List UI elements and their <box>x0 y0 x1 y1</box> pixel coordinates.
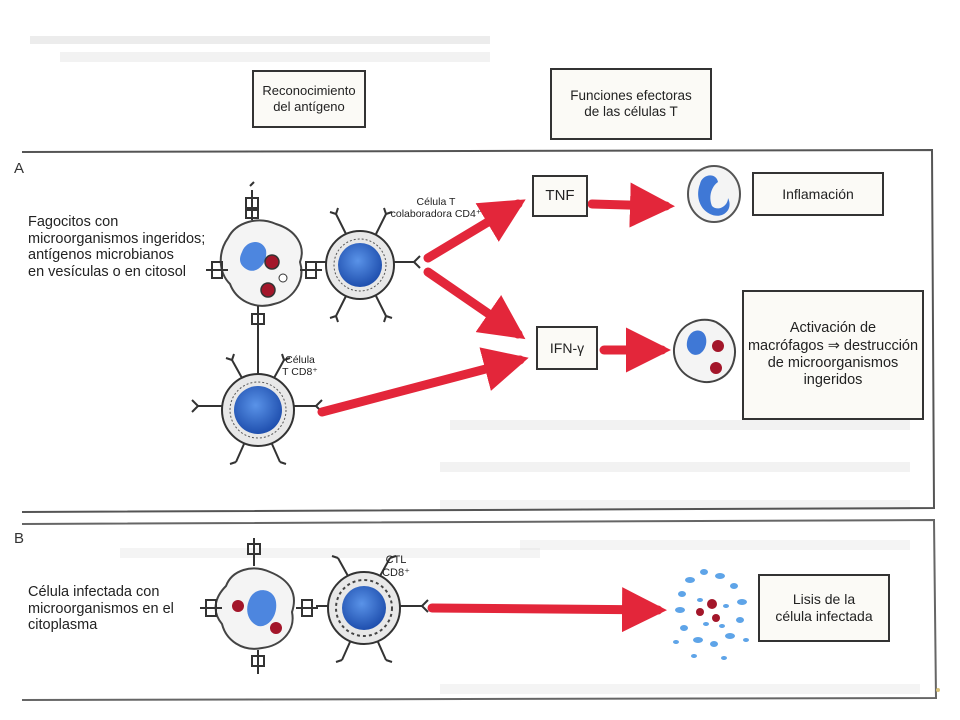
panel-a-letter: A <box>14 160 25 177</box>
cell-lysis-box: Lisis de la célula infectada <box>758 574 890 642</box>
antigen-recognition-header: Reconocimiento del antígeno <box>252 70 366 128</box>
tnf-to-inflammation-arrow <box>587 182 675 228</box>
inflammation-box: Inflamación <box>752 172 884 216</box>
inflammation-cell <box>687 165 741 223</box>
phagocyte-label: Fagocitos con microorganismos ingeridos;… <box>28 214 206 281</box>
infected-cell-label: Célula infectada con microorganismos en … <box>28 584 174 634</box>
cd8-to-ifn-arrow <box>317 347 529 417</box>
cd8-t-cell <box>191 336 323 465</box>
phagocyte-receptors <box>206 181 322 336</box>
panel-b-letter: B <box>14 530 25 547</box>
panel-b-frame <box>21 518 938 701</box>
ctl-cd8-label: CTL CD8⁺ <box>382 554 410 579</box>
tnf-box: TNF <box>532 175 588 217</box>
ctl-cd8-cell <box>316 555 429 663</box>
lysed-cell-fragments <box>673 569 749 660</box>
ctl-to-lysis-arrow <box>427 587 667 633</box>
cd4-to-ifn-arrow <box>423 267 526 340</box>
cd4-to-tnf-arrow <box>423 199 526 263</box>
ifn-gamma-box: IFN-γ <box>536 326 598 370</box>
effector-functions-header: Funciones efectoras de las células T <box>550 68 712 140</box>
cd4-t-cell-label: Célula T colaboradora CD4⁺ <box>390 196 482 221</box>
panel-a-arrows <box>317 182 675 417</box>
cd4-t-cell <box>312 207 421 323</box>
macrophage-activation-box: Activación de macrófagos ⇒ destrucción d… <box>742 290 924 420</box>
activated-macrophage <box>673 318 736 383</box>
infected-cell <box>200 538 318 674</box>
background-scan-text <box>30 36 920 694</box>
phagocyte-cell <box>219 219 303 307</box>
panel-a-frame <box>21 148 936 513</box>
cd8-t-cell-label: Célula T CD8⁺ <box>282 354 318 379</box>
